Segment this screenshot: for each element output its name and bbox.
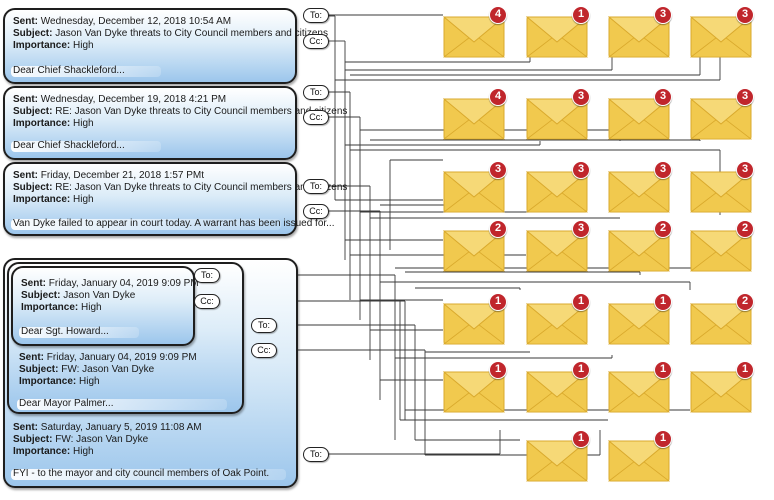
envelope-icon: 3 (690, 6, 754, 58)
email-5-cc-tag: Cc: (251, 343, 277, 358)
recipient-count-badge: 3 (736, 6, 754, 24)
email-1-body: Dear Chief Shackleford... (13, 65, 125, 76)
recipient-count-badge: 3 (572, 161, 590, 179)
envelope-icon: 1 (690, 361, 754, 413)
email-4-to-tag: To: (194, 268, 220, 283)
recipient-count-badge: 2 (654, 220, 672, 238)
recipient-count-badge: 2 (736, 220, 754, 238)
email-1-subject-row: Subject: Jason Van Dyke threats to City … (13, 28, 328, 39)
email-3-body: Van Dyke failed to appear in court today… (13, 218, 335, 229)
email-4-importance-row: Importance: High (21, 302, 102, 313)
envelope-icon: 1 (443, 293, 507, 345)
email-5-importance-row: Importance: High (19, 376, 100, 387)
email-5-body: Dear Mayor Palmer... (19, 398, 114, 409)
email-3-to-tag: To: (303, 179, 329, 194)
email-card-2: Sent: Wednesday, December 19, 2018 4:21 … (3, 86, 347, 160)
envelope-icon: 3 (443, 161, 507, 213)
envelope-icon: 4 (443, 6, 507, 58)
envelope-icon: 4 (443, 88, 507, 140)
email-1-to-tag: To: (303, 8, 329, 23)
recipient-count-badge: 1 (489, 361, 507, 379)
recipient-count-badge: 1 (489, 293, 507, 311)
email-4-subject-row: Subject: Jason Van Dyke (21, 290, 136, 301)
email-1-cc-tag: Cc: (303, 34, 329, 49)
email-3-subject-row: Subject: RE: Jason Van Dyke threats to C… (13, 182, 348, 193)
recipient-count-badge: 2 (489, 220, 507, 238)
email-2-subject-row: Subject: RE: Jason Van Dyke threats to C… (13, 106, 348, 117)
envelope-icon: 3 (690, 161, 754, 213)
envelope-icon: 3 (526, 88, 590, 140)
envelope-icon: 3 (526, 161, 590, 213)
envelope-icon: 1 (526, 293, 590, 345)
envelope-icon: 1 (526, 361, 590, 413)
email-2-sent-row: Sent: Wednesday, December 19, 2018 4:21 … (13, 94, 227, 105)
envelope-icon: 2 (690, 293, 754, 345)
envelope-icon: 1 (608, 430, 672, 482)
recipient-count-badge: 4 (489, 88, 507, 106)
email-3-cc-tag: Cc: (303, 204, 329, 219)
email-6-sent-row: Sent: Saturday, January 5, 2019 11:08 AM (13, 422, 202, 433)
email-3-importance-row: Importance: High (13, 194, 94, 205)
email-4-cc-tag: Cc: (194, 294, 220, 309)
recipient-count-badge: 2 (736, 293, 754, 311)
recipient-count-badge: 1 (572, 293, 590, 311)
recipient-count-badge: 3 (572, 220, 590, 238)
recipient-count-badge: 1 (654, 430, 672, 448)
email-5-to-tag: To: (251, 318, 277, 333)
email-2-to-tag: To: (303, 85, 329, 100)
envelope-icon: 3 (608, 6, 672, 58)
envelope-icon: 2 (690, 220, 754, 272)
email-5-subject-row: Subject: FW: Jason Van Dyke (19, 364, 155, 375)
recipient-count-badge: 1 (572, 6, 590, 24)
email-card-1: Sent: Wednesday, December 12, 2018 10:54… (3, 8, 328, 84)
envelope-icon: 1 (526, 6, 590, 58)
envelope-icon: 3 (526, 220, 590, 272)
envelope-icon: 3 (608, 161, 672, 213)
envelope-icon: 1 (443, 361, 507, 413)
envelope-icon: 2 (608, 220, 672, 272)
email-5-sent-row: Sent: Friday, January 04, 2019 9:09 PM (19, 352, 197, 363)
recipient-count-badge: 3 (654, 161, 672, 179)
email-card-6: Sent: Friday, January 04, 2019 9:09 PM S… (3, 258, 298, 488)
recipient-count-badge: 1 (654, 293, 672, 311)
recipient-count-badge: 3 (489, 161, 507, 179)
recipient-count-badge: 3 (736, 161, 754, 179)
recipient-count-badge: 3 (654, 6, 672, 24)
email-2-body: Dear Chief Shackleford... (13, 140, 125, 151)
email-1-sent-row: Sent: Wednesday, December 12, 2018 10:54… (13, 16, 232, 27)
email-card-3: Sent: Friday, December 21, 2018 1:57 PMt… (3, 162, 347, 236)
recipient-count-badge: 1 (654, 361, 672, 379)
email-2-importance-row: Importance: High (13, 118, 94, 129)
recipient-count-badge: 1 (572, 361, 590, 379)
recipient-count-badge: 3 (654, 88, 672, 106)
envelope-icon: 1 (608, 293, 672, 345)
recipient-count-badge: 1 (736, 361, 754, 379)
email-6-to-tag: To: (303, 447, 329, 462)
email-6-body: FYI - to the mayor and city council memb… (13, 468, 270, 479)
email-card-5: Sent: Friday, January 04, 2019 9:09 PM S… (7, 262, 244, 414)
email-6-subject-row: Subject: FW: Jason Van Dyke (13, 434, 149, 445)
recipient-count-badge: 4 (489, 6, 507, 24)
email-6-importance-row: Importance: High (13, 446, 94, 457)
email-1-importance-row: Importance: High (13, 40, 94, 51)
email-4-body: Dear Sgt. Howard... (21, 326, 109, 337)
email-2-cc-tag: Cc: (303, 110, 329, 125)
recipient-count-badge: 3 (736, 88, 754, 106)
recipient-count-badge: 3 (572, 88, 590, 106)
email-4-sent-row: Sent: Friday, January 04, 2019 9:09 PM (21, 278, 199, 289)
recipient-count-badge: 1 (572, 430, 590, 448)
envelope-icon: 2 (443, 220, 507, 272)
email-card-4: Sent: Friday, January 04, 2019 9:09 PM S… (11, 266, 199, 346)
envelope-icon: 3 (690, 88, 754, 140)
envelope-icon: 1 (526, 430, 590, 482)
envelope-icon: 3 (608, 88, 672, 140)
email-3-sent-row: Sent: Friday, December 21, 2018 1:57 PMt (13, 170, 205, 181)
envelope-icon: 1 (608, 361, 672, 413)
